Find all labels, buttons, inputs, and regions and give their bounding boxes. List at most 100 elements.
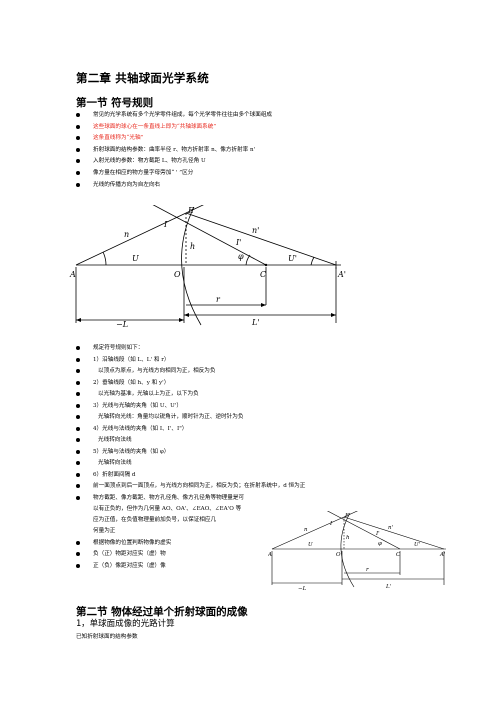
angle-I-label: I (163, 220, 168, 229)
list-item: 3）光线与光轴的夹角（如 U、U'） (76, 402, 183, 410)
svg-text:n': n' (388, 525, 393, 531)
chapter-title: 第二章 共轴球面光学系统 (76, 71, 209, 85)
bullet-icon (76, 346, 80, 350)
list-item-text: 1）沿轴线段（如 L、L' 和 r） (93, 356, 170, 363)
bullet-icon (76, 484, 80, 488)
bullet-icon (76, 541, 80, 545)
svg-text:E: E (344, 513, 349, 519)
list-item: 折射球面的结构参数：曲率半径 r、物方折射率 n、像方折射率 n' (76, 146, 256, 154)
distance-L-prime-label: L' (251, 318, 260, 327)
svg-text:r: r (366, 567, 369, 573)
list-item-text: 常见的光学系统有多个光学零件组成，每个光学零件往往由多个球面组成 (93, 112, 273, 118)
bullet-icon (76, 171, 80, 175)
list-item: 2）垂轴线段（如 h、y 和 y'） (76, 380, 169, 387)
svg-text:A': A' (439, 552, 445, 558)
list-item-text: 以光轴为基准，光轴以上为正，以下为负 (98, 391, 199, 397)
list-item-text: 以顶点为原点，与光线方向相同为正，相反为负 (98, 368, 216, 374)
list-item: 光线的传播方向为自左向右 (76, 182, 160, 189)
bullet-icon (76, 403, 80, 408)
svg-text:−L: −L (298, 586, 307, 591)
bullet-icon (76, 182, 80, 187)
bullet-icon (76, 461, 80, 465)
svg-text:φ: φ (378, 541, 382, 547)
list-item: 常见的光学系统有多个光学零件组成，每个光学零件往往由多个球面组成 (76, 112, 273, 119)
svg-text:A: A (268, 552, 272, 558)
bullet-icon (76, 438, 80, 442)
section-2-note: 已知折射球面的结构参数 (76, 634, 138, 640)
svg-text:L': L' (385, 584, 391, 590)
list-item: 光线转向法线 (76, 437, 132, 444)
list-item-text: 3）光线与光轴的夹角（如 U、U'） (93, 402, 183, 409)
list-item-text: 5）光轴与法线的夹角（如 φ） (93, 448, 170, 455)
list-item-text: 前一面顶点到后一面顶点，与光线方向相同为正，相反为负；在折射系统中，d 恒为正 (93, 483, 306, 489)
list-item: 4）光线与法线的夹角（如 I、I'、I"） (76, 425, 188, 433)
list-item: 6）折射面间隔 d (76, 472, 135, 479)
refracting-surface (181, 206, 202, 326)
bullet-icon (76, 357, 80, 362)
list-item-text: 这条直线称为“光轴” (93, 135, 144, 142)
section-2-subtitle: 1，单球面成像的光路计算 (76, 619, 175, 629)
svg-text:C: C (396, 552, 401, 558)
index-n-prime-label: n' (252, 226, 259, 235)
list-item: 像方量在相应的物方量字母旁加“ ' ”区分 (76, 170, 194, 177)
refraction-diagram: E n n' I I' h φ U U' A O C A' r −L L' (69, 205, 346, 329)
list-item: 应为正值，在负值物理量前加负号，以保证相应几 (93, 517, 216, 524)
list-item: 光轴转向光线：角量均以锐角计，顺时针为正、逆时针为负 (76, 414, 244, 421)
svg-text:I: I (329, 521, 333, 527)
list-item-text: 这些球面的球心在一条直线上即为“共轴球面系统” (93, 123, 217, 130)
bullet-icon (76, 136, 80, 141)
list-item-text: 何量为正 (93, 528, 116, 534)
angle-phi-label: φ (238, 252, 244, 261)
angle-U-prime-label: U' (288, 254, 297, 263)
bullet-icon (76, 147, 80, 152)
bullet-icon (76, 472, 80, 477)
bullet-icon (76, 449, 80, 454)
list-item: 物方截距、像方截距、物方孔径角、像方孔径角等物理量是可 (76, 494, 245, 502)
section-1-title: 第一节 符号规则 (76, 97, 154, 109)
distance-minus-L-label: −L (116, 320, 128, 329)
list-item: 负（正）物距对应实（虚）物 (76, 551, 166, 558)
list-item-text: 正（负）像距对应实（虚）像 (93, 563, 166, 569)
refraction-diagram-small: E n n' I I' h φ U U' A O C A' r −L L' (268, 511, 446, 591)
index-n-label: n (124, 230, 129, 239)
point-C-label: C (260, 270, 266, 279)
list-item-text: 规定符号规则如下： (93, 345, 144, 351)
normal-line (152, 205, 267, 266)
bullet-icon (76, 495, 80, 500)
list-item-text: 根据物像的位置判断物像的虚实 (93, 540, 172, 546)
list-item: 入射光线的参数：物方截距 L、物方孔径角 U (76, 158, 206, 165)
svg-text:U: U (308, 542, 313, 548)
list-item-text: 折射球面的结构参数：曲率半径 r、物方折射率 n、像方折射率 n' (93, 146, 256, 153)
list-item: 规定符号规则如下： (76, 345, 144, 352)
svg-text:U': U' (414, 542, 420, 548)
list-item: 这条直线称为“光轴” (76, 135, 144, 142)
bullet-icon (76, 564, 80, 568)
list-item-text: 像方量在相应的物方量字母旁加“ ' ”区分 (93, 170, 194, 176)
radius-r-label: r (216, 295, 221, 304)
list-item: 何量为正 (93, 528, 115, 535)
svg-text:O: O (336, 552, 341, 558)
list-item-text: 入射光线的参数：物方截距 L、物方孔径角 U (93, 158, 206, 165)
bullet-icon (76, 552, 80, 556)
bullet-icon (76, 415, 80, 419)
list-item-text: 光轴转向光线：角量均以锐角计，顺时针为正、逆时针为负 (98, 414, 244, 420)
bullet-icon (76, 369, 80, 373)
list-item-text: 应为正值，在负值物理量前加负号，以保证相应几 (93, 517, 217, 523)
angle-U-label: U (132, 254, 139, 263)
bullet-icon (76, 113, 80, 117)
list-item: 以顶点为原点，与光线方向相同为正，相反为负 (76, 368, 216, 375)
angle-I-prime-label: I' (235, 238, 241, 247)
svg-text:I': I' (375, 531, 380, 537)
list-item-text: 物方截距、像方截距、物方孔径角、像方孔径角等物理量是可 (93, 494, 245, 501)
list-item: 前一面顶点到后一面顶点，与光线方向相同为正，相反为负；在折射系统中，d 恒为正 (76, 483, 306, 490)
point-A-prime-label: A' (337, 270, 346, 279)
list-item: 1）沿轴线段（如 L、L' 和 r） (76, 356, 170, 364)
list-item: 5）光轴与法线的夹角（如 φ） (76, 448, 170, 456)
list-item: 根据物像的位置判断物像的虚实 (76, 540, 172, 547)
incident-ray (75, 212, 187, 266)
list-item: 正（负）像距对应实（虚）像 (76, 563, 166, 570)
list-item-text: 4）光线与法线的夹角（如 I、I'、I"） (93, 425, 188, 432)
list-item: 以有正负的，但作为几何量 AO、OA'、∠EAO、∠EA'O 等 (93, 506, 241, 513)
height-h-label: h (190, 242, 195, 251)
